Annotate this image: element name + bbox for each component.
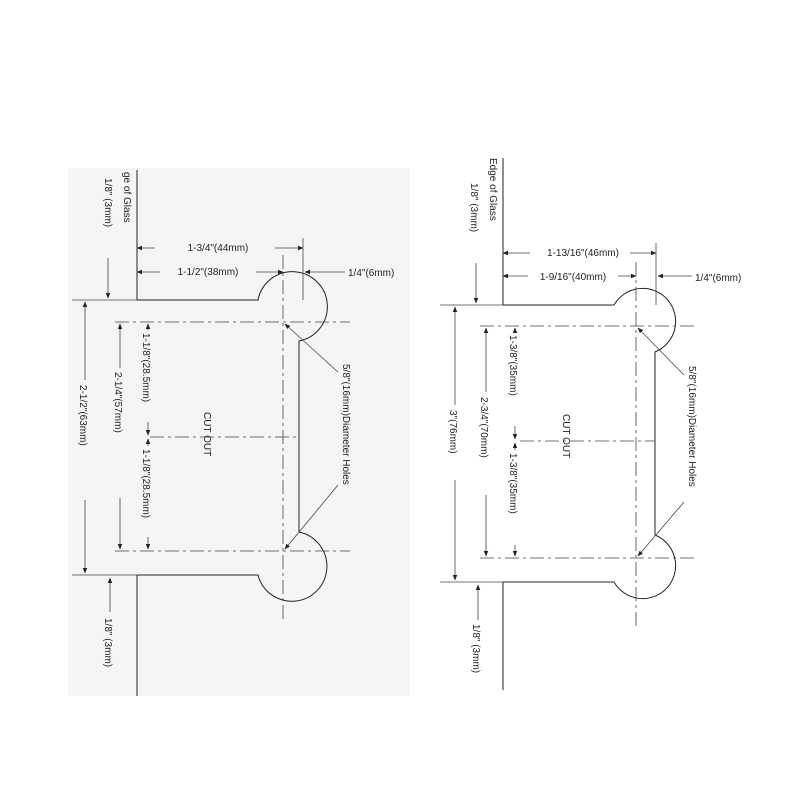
right-dim-top-outer-label: 1-13/16"(46mm) (547, 248, 619, 259)
right-cutout-label: CUT OUT (560, 414, 571, 458)
left-edge-offset-label: 1/8" (3mm) (102, 178, 113, 227)
right-dim-side-label: 1/4"(6mm) (695, 273, 741, 284)
right-dim-lower-label: 1-3/8"(35mm) (507, 453, 518, 514)
left-dim-side-label: 1/4"(6mm) (348, 268, 394, 279)
right-dim-total-label: 3"(76mm) (447, 410, 458, 454)
left-drawing: 1-3/4"(44mm) 1-1/2"(38mm) 1/4"(6mm) ge o… (68, 168, 410, 696)
left-bottom-offset-label: 1/8" (3mm) (102, 618, 113, 667)
right-dim-top-inner-bg (528, 268, 618, 282)
right-dim-centers-label: 2-3/4"(70mm) (478, 397, 489, 458)
right-edge-of-glass-label: Edge of Glass (487, 158, 498, 221)
right-bottom-offset-label: 1/8" (3mm) (470, 624, 481, 673)
left-holes-label: 5/8"(16mm)Diameter Holes (340, 364, 351, 485)
right-drawing: 1-13/16"(46mm) 1-9/16"(40mm) 1/4"(6mm) E… (440, 158, 741, 690)
left-dim-upper-label: 1-1/8"(28.5mm) (140, 333, 151, 402)
right-holes-leader-bottom (637, 501, 685, 557)
right-edge-offset-label: 1/8" (3mm) (468, 183, 479, 232)
left-holes-leader-top (284, 323, 339, 373)
left-dim-total-label: 2-1/2"(63mm) (77, 385, 88, 446)
right-dim-upper-label: 1-3/8"(35mm) (507, 335, 518, 396)
left-dim-top-inner-label: 1-1/2"(38mm) (178, 267, 239, 278)
left-edge-of-glass-label: ge of Glass (121, 172, 132, 223)
right-holes-label: 5/8"(16mm)Diameter Holes (686, 366, 697, 487)
left-dim-top-inner-bg (160, 264, 256, 278)
right-cutout-outline (503, 287, 677, 600)
left-cutout-outline (137, 271, 328, 602)
left-dim-top-outer-bg (155, 240, 275, 254)
right-dim-top-outer-bg (530, 245, 630, 259)
right-holes-leader-top (637, 327, 685, 376)
left-dim-top-outer-label: 1-3/4"(44mm) (188, 243, 249, 254)
right-dim-top-inner-label: 1-9/16"(40mm) (540, 272, 606, 283)
left-holes-leader-bottom (284, 484, 339, 550)
left-dim-centers-label: 2-1/4"(57mm) (112, 372, 123, 433)
left-sheet-background (68, 168, 410, 696)
left-dim-lower-label: 1-1/8"(28.5mm) (140, 449, 151, 518)
left-cutout-label: CUT OUT (201, 412, 212, 456)
